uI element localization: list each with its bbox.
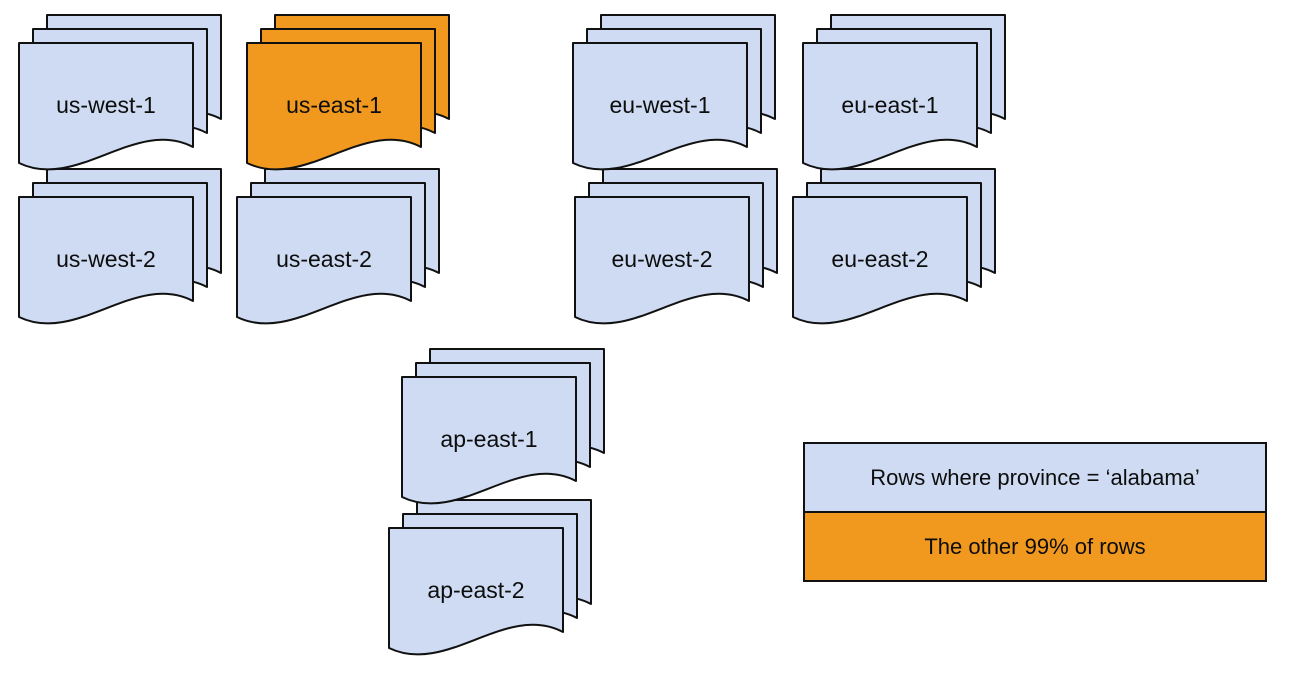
legend-item-alabama-rows: Rows where province = ‘alabama’ bbox=[805, 444, 1265, 513]
region-stack-eu-west-2: eu-west-2 bbox=[574, 168, 778, 326]
legend-label-other-rows: The other 99% of rows bbox=[924, 533, 1146, 559]
document-stack-icon bbox=[574, 168, 778, 325]
region-stack-us-east-2: us-east-2 bbox=[236, 168, 440, 326]
sheet-front bbox=[388, 527, 564, 656]
sheet-front bbox=[401, 376, 577, 505]
region-label: us-west-1 bbox=[56, 92, 156, 118]
sheet-front bbox=[572, 42, 748, 171]
legend-label-alabama-rows: Rows where province = ‘alabama’ bbox=[870, 464, 1200, 490]
document-stack-icon bbox=[18, 14, 222, 171]
region-stack-us-west-2: us-west-2 bbox=[18, 168, 222, 326]
region-stack-us-east-1: us-east-1 bbox=[246, 14, 450, 172]
sheet-front bbox=[802, 42, 978, 171]
region-label: us-east-2 bbox=[276, 246, 372, 272]
document-stack-icon bbox=[401, 348, 605, 505]
region-label: ap-east-1 bbox=[440, 426, 538, 452]
region-label: eu-east-1 bbox=[841, 92, 939, 118]
legend-item-other-rows: The other 99% of rows bbox=[805, 513, 1265, 580]
sheet-front bbox=[792, 196, 968, 325]
region-stack-eu-west-1: eu-west-1 bbox=[572, 14, 776, 172]
document-stack-icon bbox=[246, 14, 450, 171]
region-label: us-west-2 bbox=[56, 246, 156, 272]
region-stack-eu-east-1: eu-east-1 bbox=[802, 14, 1006, 172]
region-label: us-east-1 bbox=[286, 92, 382, 118]
sheet-front bbox=[574, 196, 750, 325]
region-stack-ap-east-2: ap-east-2 bbox=[388, 499, 592, 657]
region-stack-ap-east-1: ap-east-1 bbox=[401, 348, 605, 506]
document-stack-icon bbox=[802, 14, 1006, 171]
document-stack-icon bbox=[792, 168, 996, 325]
region-stack-us-west-1: us-west-1 bbox=[18, 14, 222, 172]
region-stack-eu-east-2: eu-east-2 bbox=[792, 168, 996, 326]
region-label: eu-west-2 bbox=[611, 246, 713, 272]
document-stack-icon bbox=[236, 168, 440, 325]
sheet-front bbox=[18, 196, 194, 325]
sheet-front bbox=[246, 42, 422, 171]
legend: Rows where province = ‘alabama’ The othe… bbox=[803, 442, 1267, 582]
region-label: eu-east-2 bbox=[831, 246, 929, 272]
region-label: eu-west-1 bbox=[609, 92, 711, 118]
document-stack-icon bbox=[572, 14, 776, 171]
document-stack-icon bbox=[18, 168, 222, 325]
region-label: ap-east-2 bbox=[427, 577, 525, 603]
sheet-front bbox=[236, 196, 412, 325]
document-stack-icon bbox=[388, 499, 592, 656]
sheet-front bbox=[18, 42, 194, 171]
